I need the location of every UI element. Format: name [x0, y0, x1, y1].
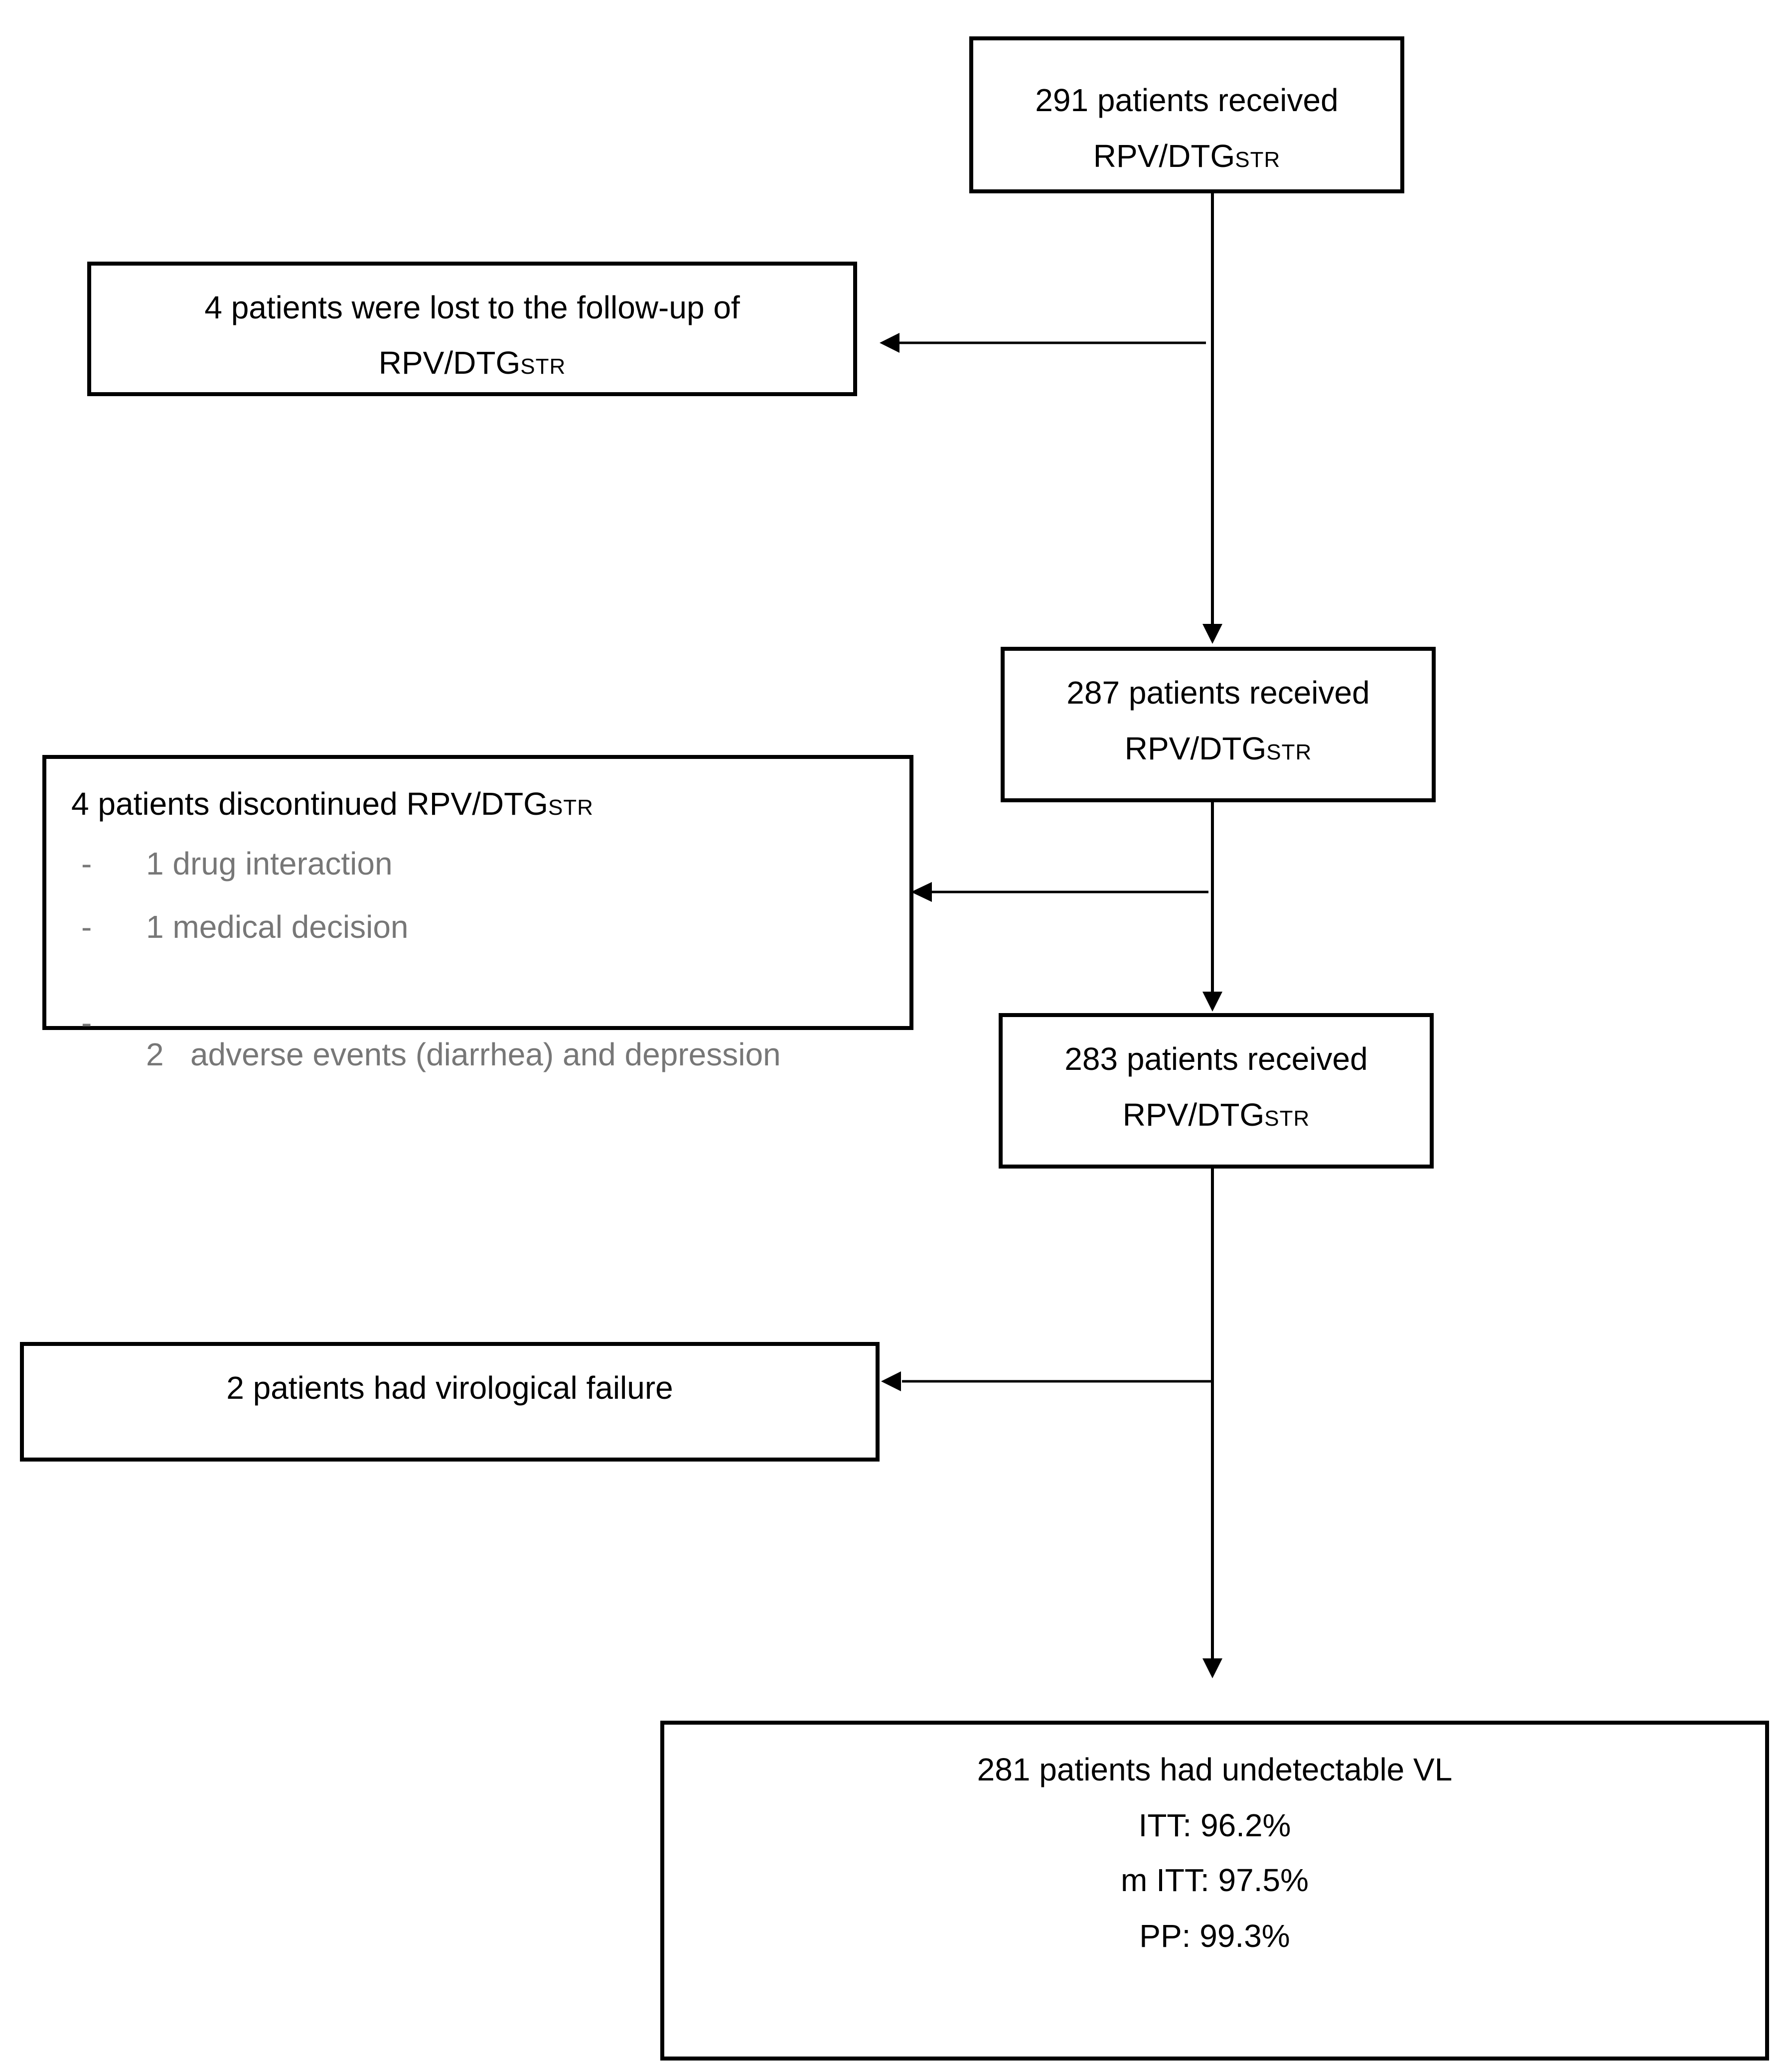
final-box-line1: 281 patients had undetectable VL [977, 1752, 1453, 1787]
final-outcome-box: 281 patients had undetectable VL ITT: 96… [660, 1721, 1769, 2061]
start-box: 291 patients received RPV/DTGSTR [969, 36, 1404, 193]
mid2-box: 283 patients received RPV/DTGSTR [999, 1013, 1434, 1169]
start-box-line2: RPV/DTGSTR [1093, 138, 1281, 174]
mid2-box-line1: 283 patients received [1064, 1041, 1368, 1077]
final-box-pp: PP: 99.3% [1139, 1918, 1290, 1954]
arrowhead-failure [881, 1371, 901, 1391]
final-box-itt: ITT: 96.2% [1138, 1807, 1291, 1843]
arrowhead-discontinued [911, 882, 932, 902]
start-box-line1: 291 patients received [1035, 82, 1339, 118]
lost-to-followup-box: 4 patients were lost to the follow-up of… [87, 262, 857, 396]
arrowhead-mid1 [1202, 624, 1222, 644]
mid2-box-line2: RPV/DTGSTR [1122, 1097, 1310, 1133]
final-box-mitt: m ITT: 97.5% [1121, 1862, 1309, 1898]
virological-failure-box: 2 patients had virological failure [20, 1342, 880, 1462]
failure-box-line1: 2 patients had virological failure [226, 1370, 673, 1406]
arrowhead-final [1202, 1658, 1222, 1678]
lost-box-line1: 4 patients were lost to the follow-up of [204, 290, 740, 325]
lost-box-line2: RPV/DTGSTR [378, 345, 566, 381]
mid1-box-line2: RPV/DTGSTR [1124, 731, 1312, 766]
reason-item: - 2 adverse events (diarrhea) and depres… [81, 1005, 781, 1072]
discontinued-box: 4 patients discontinued RPV/DTGSTR - 1 d… [42, 755, 913, 1070]
mid1-box: 287 patients received RPV/DTGSTR [1001, 647, 1436, 802]
mid1-box-line1: 287 patients received [1066, 675, 1370, 711]
arrowhead-lost [880, 333, 899, 353]
arrowhead-mid2 [1202, 992, 1222, 1012]
discontinued-heading: 4 patients discontinued RPV/DTGSTR [71, 786, 594, 822]
